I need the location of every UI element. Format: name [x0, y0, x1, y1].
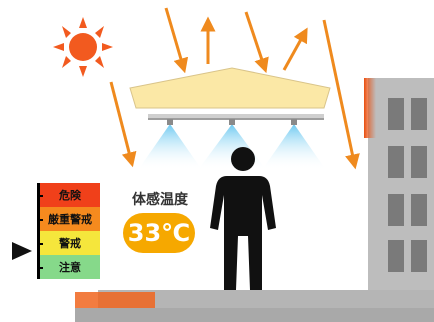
meter-level-warning: 警戒 — [37, 231, 100, 255]
meter-level-caution: 注意 — [37, 255, 100, 279]
heat-arrows — [109, 7, 360, 170]
sensory-temperature-title: 体感温度 — [132, 192, 188, 208]
sun-icon — [53, 17, 113, 77]
building — [364, 78, 434, 322]
sensory-temperature-badge: 33℃ — [123, 213, 195, 253]
meter-level-danger: 危険 — [37, 183, 100, 207]
meter-level-label: 厳重警戒 — [48, 213, 92, 226]
meter-level-label: 危険 — [59, 189, 81, 202]
awning — [129, 67, 331, 120]
heat-warning-meter: 危険 厳重警戒 警戒 注意 — [37, 183, 100, 279]
meter-level-label: 警戒 — [59, 237, 81, 250]
building-windows — [388, 98, 427, 272]
sensory-temperature-value: 33℃ — [127, 219, 191, 247]
meter-level-severe-warning: 厳重警戒 — [37, 207, 100, 231]
meter-level-label: 注意 — [59, 261, 81, 274]
current-level-pointer-icon — [12, 242, 32, 260]
person-silhouette — [210, 147, 276, 290]
ground — [75, 290, 434, 322]
